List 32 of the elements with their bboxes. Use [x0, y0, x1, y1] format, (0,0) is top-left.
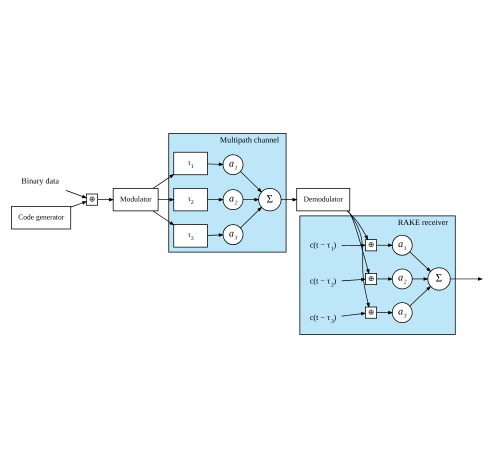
arrow [280, 198, 298, 202]
arrow [346, 210, 368, 240]
arrow [376, 277, 394, 281]
arrow [152, 174, 175, 189]
arrow [376, 310, 394, 314]
node-circle: a$_{2}$ [392, 268, 413, 290]
arrow [412, 277, 429, 281]
arrow [410, 286, 432, 306]
arrow [207, 233, 224, 237]
arrow [66, 190, 88, 198]
arrow [240, 206, 262, 228]
arrow [347, 210, 370, 274]
arrow [341, 312, 366, 316]
node-circle: a$_{2}$ [222, 189, 244, 210]
node-circle: a$_{1}$ [222, 154, 244, 176]
arrow [97, 198, 114, 202]
arrow [158, 198, 175, 202]
arrow [410, 252, 432, 272]
arrow [341, 278, 366, 282]
arrow [207, 198, 224, 202]
arrow [152, 210, 175, 226]
arrow [450, 277, 484, 281]
arrow [376, 243, 394, 248]
arrow [341, 244, 366, 248]
arrow [70, 201, 88, 208]
node-circle: a$_{3}$ [222, 224, 244, 245]
arrow [347, 210, 370, 308]
arrow [240, 171, 262, 193]
node-circle: a$_{1}$ [392, 234, 413, 256]
arrow [242, 198, 260, 202]
arrow [207, 162, 224, 166]
node-circle: a$_{3}$ [392, 302, 413, 324]
